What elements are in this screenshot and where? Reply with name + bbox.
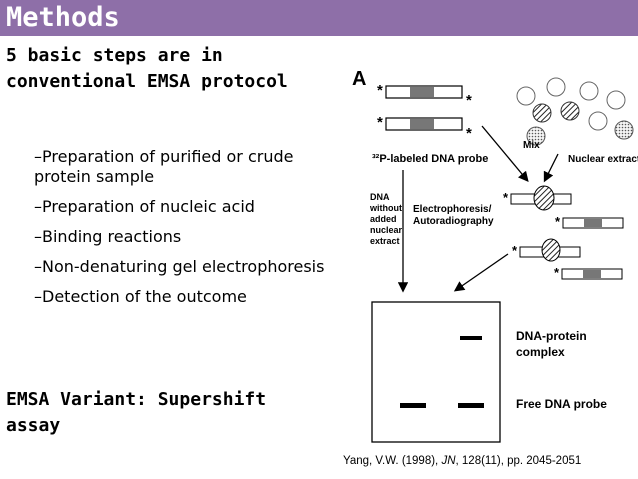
free-probe-band-lane-1 <box>400 403 426 408</box>
step-item: –Preparation of purified or crude protei… <box>34 147 294 186</box>
left-note-line: without <box>369 203 402 213</box>
complex-band <box>460 336 482 340</box>
nuclear-extract-proteins <box>516 77 634 146</box>
protein-dna-complex: * <box>512 238 581 262</box>
step-item: –Detection of the outcome <box>34 287 247 306</box>
asterisk-label: * <box>512 243 518 258</box>
citation: Yang, V.W. (1998), JN, 128(11), pp. 2045… <box>343 455 581 467</box>
left-note-line: nuclear <box>370 225 403 235</box>
free-probe-band-lane-2 <box>458 403 484 408</box>
step-item: –Binding reactions <box>34 227 182 246</box>
protein-dna-complex: * <box>503 185 572 211</box>
intro-line-1: 5 basic steps are in <box>6 45 223 66</box>
dna-probe: * * <box>377 82 472 109</box>
steps-list: –Preparation of purified or crude protei… <box>34 147 334 317</box>
nuclear-extract-label: Nuclear extract <box>568 154 638 165</box>
citation-journal: JN <box>441 455 456 467</box>
intro-line-2: conventional EMSA protocol <box>6 71 288 92</box>
step-item: –Non-denaturing gel electrophoresis <box>34 257 325 276</box>
citation-details: , 128(11), pp. 2045-2051 <box>455 455 582 467</box>
asterisk-label: * <box>555 214 561 229</box>
asterisk-label: * <box>466 92 472 109</box>
mix-label: Mix <box>523 140 540 151</box>
panel-label: A <box>352 68 366 90</box>
asterisk-label: * <box>377 114 383 131</box>
title-bar: Methods <box>0 0 638 36</box>
asterisk-label: * <box>377 82 383 99</box>
variant-line-1: EMSA Variant: Supershift <box>6 389 267 410</box>
asterisk-label: * <box>503 190 509 205</box>
slide-title: Methods <box>6 2 120 33</box>
dna-probe: * <box>554 265 623 280</box>
asterisk-label: * <box>554 265 560 280</box>
step-item: –Preparation of nucleic acid <box>34 197 255 216</box>
dna-probe: * <box>555 214 624 229</box>
complex-label-line: complex <box>516 345 565 359</box>
free-probe-label: Free DNA probe <box>516 397 607 411</box>
gel-box <box>371 301 501 443</box>
variant-line-2: assay <box>6 415 61 436</box>
left-note-line: DNA <box>370 192 390 202</box>
electro-label-line: Autoradiography <box>413 216 494 227</box>
left-note-line: added <box>370 214 397 224</box>
complex-label-line: DNA-protein <box>516 329 587 343</box>
electro-label-line: Electrophoresis/ <box>413 204 492 215</box>
left-note-line: extract <box>370 236 400 246</box>
dna-probe: * * <box>377 114 472 142</box>
asterisk-label: * <box>466 125 472 142</box>
citation-authors: Yang, V.W. (1998), <box>343 455 442 467</box>
probe-label: ³²P-labeled DNA probe <box>372 153 488 165</box>
